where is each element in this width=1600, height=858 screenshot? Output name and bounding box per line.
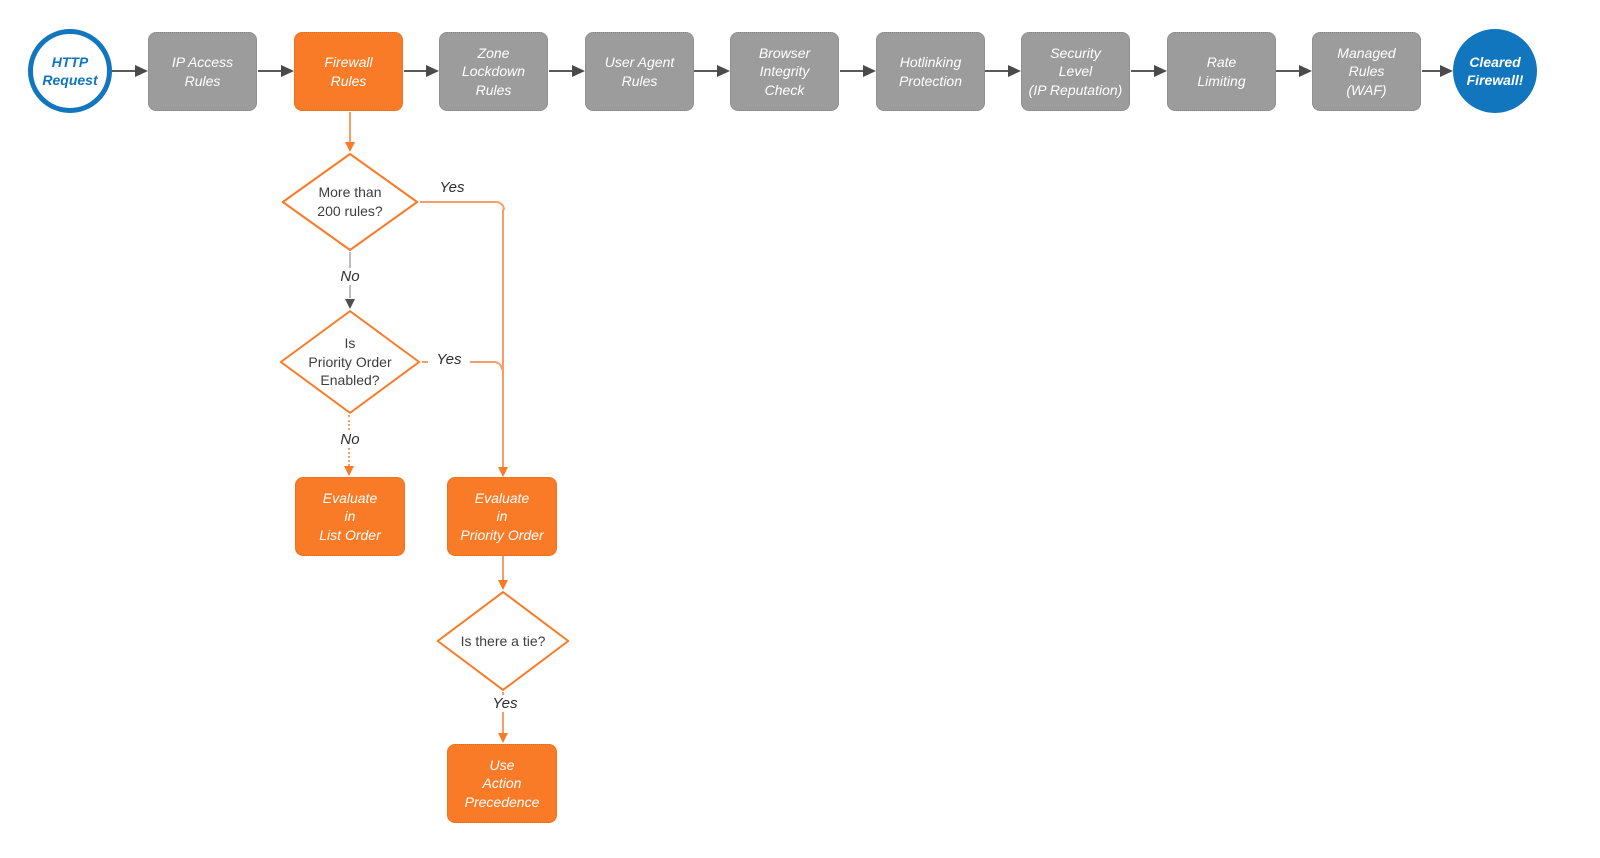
connector-line bbox=[502, 556, 504, 580]
arrowhead-right bbox=[1154, 65, 1167, 77]
diamond-shape bbox=[280, 152, 420, 252]
diamond-shape bbox=[278, 309, 422, 415]
node-label: Hotlinking Protection bbox=[898, 54, 963, 89]
node-label: User Agent Rules bbox=[604, 54, 675, 89]
node-zone-lockdown-rules: Zone Lockdown Rules bbox=[439, 32, 548, 111]
connector-line bbox=[1276, 70, 1300, 72]
node-label: Zone Lockdown Rules bbox=[461, 44, 526, 98]
node-rate-limiting: Rate Limiting bbox=[1167, 32, 1276, 111]
edge-label-no: No bbox=[332, 431, 368, 448]
node-user-agent-rules: User Agent Rules bbox=[585, 32, 694, 111]
connector-corner bbox=[496, 201, 505, 210]
node-start-http-request: HTTP Request bbox=[28, 29, 112, 113]
arrowhead-down bbox=[498, 580, 508, 590]
connector-line bbox=[349, 112, 351, 142]
node-label: Browser Integrity Check bbox=[758, 44, 811, 98]
node-hotlinking-protection: Hotlinking Protection bbox=[876, 32, 985, 111]
decision-label: Is there a tie? bbox=[460, 632, 546, 649]
arrowhead-right bbox=[717, 65, 730, 77]
connector-line bbox=[1422, 70, 1442, 72]
node-label: Use Action Precedence bbox=[464, 756, 540, 810]
arrowhead-down bbox=[498, 467, 508, 477]
arrowhead-right bbox=[281, 65, 294, 77]
edge-label-no: No bbox=[332, 268, 368, 285]
arrowhead-right bbox=[1299, 65, 1312, 77]
connector-line bbox=[840, 70, 864, 72]
node-firewall-rules: Firewall Rules bbox=[294, 32, 403, 111]
node-label: Rate Limiting bbox=[1197, 54, 1246, 89]
node-label: HTTP Request bbox=[42, 53, 98, 88]
node-end-cleared-firewall: Cleared Firewall! bbox=[1453, 29, 1537, 113]
arrowhead-right bbox=[1008, 65, 1021, 77]
node-label: Security Level (IP Reputation) bbox=[1028, 44, 1123, 98]
node-browser-integrity-check: Browser Integrity Check bbox=[730, 32, 839, 111]
connector-line bbox=[404, 70, 427, 72]
node-label: Managed Rules (WAF) bbox=[1337, 44, 1396, 98]
arrowhead-right bbox=[135, 65, 148, 77]
connector-line bbox=[985, 70, 1009, 72]
node-use-action-precedence: Use Action Precedence bbox=[447, 744, 557, 823]
connector-line bbox=[258, 70, 282, 72]
node-label: Firewall Rules bbox=[324, 54, 373, 89]
decision-label: More than 200 rules? bbox=[317, 184, 383, 219]
arrowhead-right bbox=[572, 65, 585, 77]
arrowhead-down bbox=[345, 299, 355, 309]
node-evaluate-in-priority-order: Evaluate in Priority Order bbox=[447, 477, 557, 556]
node-managed-rules-waf: Managed Rules (WAF) bbox=[1312, 32, 1421, 111]
connector-line bbox=[549, 70, 573, 72]
decision-priority-order-enabled: Is Priority Order Enabled? bbox=[278, 309, 422, 415]
arrowhead-down bbox=[345, 142, 355, 152]
decision-is-there-a-tie: Is there a tie? bbox=[435, 590, 571, 692]
node-ip-access-rules: IP Access Rules bbox=[148, 32, 257, 111]
connector-corner bbox=[494, 361, 503, 370]
connector-line bbox=[1131, 70, 1155, 72]
node-evaluate-in-list-order: Evaluate in List Order bbox=[295, 477, 405, 556]
connector-line bbox=[420, 201, 496, 203]
connector-line bbox=[502, 692, 504, 733]
edge-label-yes: Yes bbox=[484, 695, 526, 712]
diamond-shape bbox=[435, 590, 571, 692]
decision-label: Is Priority Order Enabled? bbox=[308, 334, 392, 389]
decision-more-than-200-rules: More than 200 rules? bbox=[280, 152, 420, 252]
node-label: IP Access Rules bbox=[171, 54, 234, 89]
arrowhead-right bbox=[1440, 65, 1453, 77]
node-label: Cleared Firewall! bbox=[1466, 53, 1524, 88]
edge-label-yes: Yes bbox=[428, 351, 470, 368]
connector-line bbox=[694, 70, 718, 72]
arrowhead-right bbox=[426, 65, 439, 77]
node-label: Evaluate in List Order bbox=[319, 489, 381, 543]
node-security-level-ip-reputation: Security Level (IP Reputation) bbox=[1021, 32, 1130, 111]
connector-line bbox=[112, 70, 137, 72]
arrowhead-right bbox=[863, 65, 876, 77]
connector-line bbox=[502, 209, 504, 467]
edge-label-yes: Yes bbox=[439, 179, 465, 196]
node-label: Evaluate in Priority Order bbox=[460, 489, 544, 543]
arrowhead-down bbox=[498, 733, 508, 743]
arrowhead-down bbox=[344, 466, 354, 476]
